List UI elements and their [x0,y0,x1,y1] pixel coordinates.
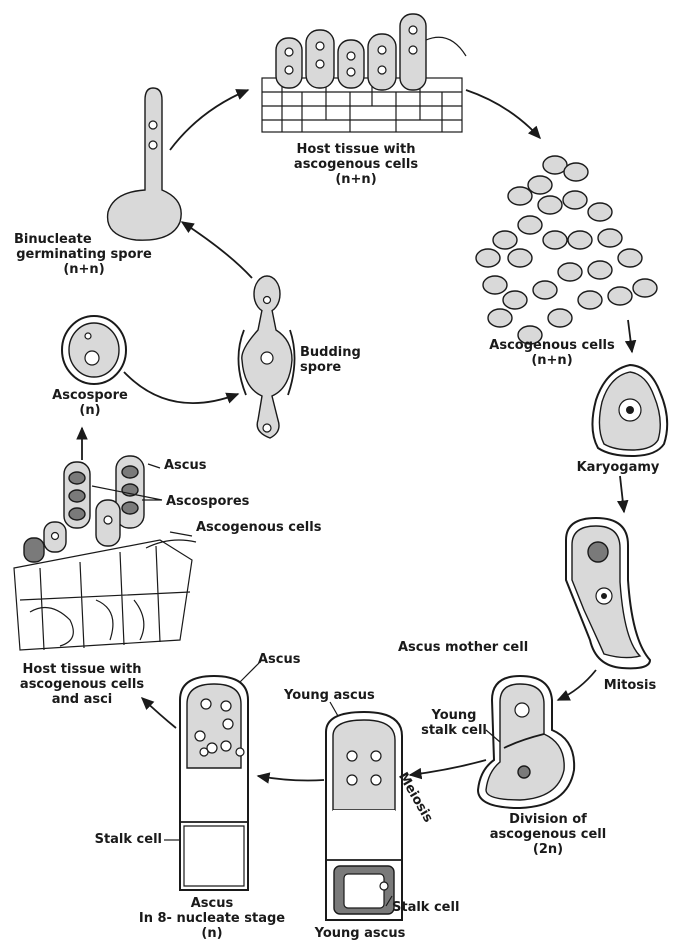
young-ascus [326,712,402,920]
ascogenous-cells-chains [476,156,657,344]
label-binucleate-spore: Binucleate germinating spore (n+n) [14,232,154,277]
label-ascus-top: Ascus [164,458,207,473]
label-young-ascus-bottom: Young ascus [300,926,420,941]
karyogamy-cell [592,365,667,456]
host-tissue-top [262,14,466,132]
label-division: Division of ascogenous cell (2n) [486,812,610,857]
label-young-stalk-cell: Young stalk cell [408,708,500,738]
label-ascus-mother-cell: Ascus mother cell [398,640,528,655]
ascus-8-nucleate [180,676,248,890]
binucleate-spore [108,88,182,240]
label-young-ascus-top: Young ascus [284,688,375,703]
label-ascospore: Ascospore (n) [20,388,160,418]
label-host-tissue-asci: Host tissue with ascogenous cells and as… [2,662,162,707]
label-mitosis: Mitosis [590,678,670,693]
budding-spore [238,276,294,438]
mitosis-cell [566,518,650,668]
label-karyogamy: Karyogamy [566,460,670,475]
ascospore [62,316,126,384]
label-ascogenous-cells-left: Ascogenous cells [196,520,321,535]
label-stalk-cell-right: Stalk cell [392,900,459,915]
label-ascogenous-cells-right: Ascogenous cells (n+n) [462,338,642,368]
division-cell [478,676,574,808]
label-ascus-8-nucleate: Ascus In 8- nucleate stage (n) [122,896,302,941]
label-host-tissue-top: Host tissue with ascogenous cells (n+n) [276,142,436,187]
label-ascospores: Ascospores [166,494,249,509]
label-stalk-cell-left: Stalk cell [74,832,162,847]
label-ascus-bottom: Ascus [258,652,301,667]
label-budding-spore: Budding spore [300,345,361,375]
host-tissue-asci [14,456,196,650]
